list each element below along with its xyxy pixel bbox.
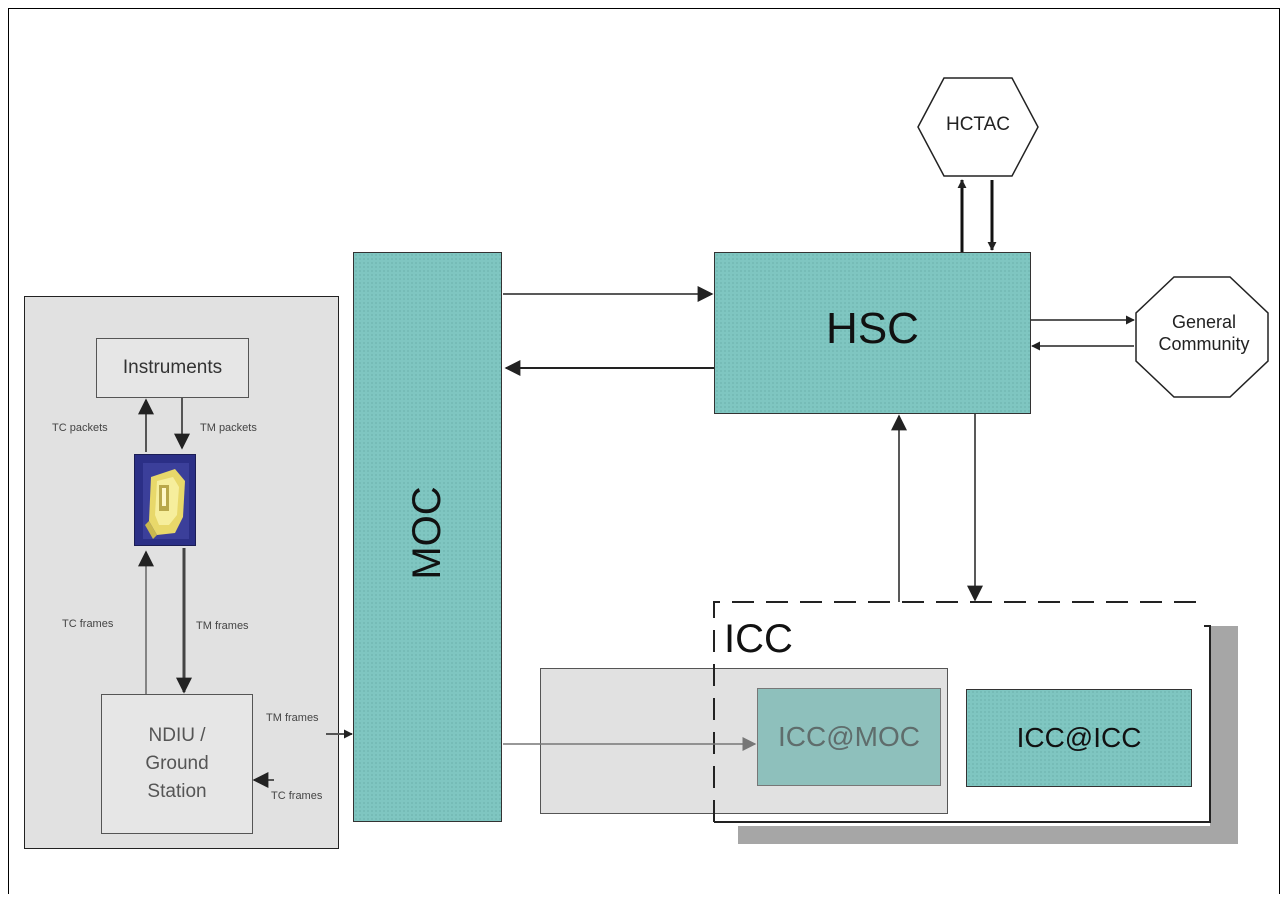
- tm-packets-label: TM packets: [200, 422, 257, 434]
- tc-frames-in-label: TC frames: [271, 790, 322, 802]
- tc-frames-label: TC frames: [62, 618, 113, 630]
- tm-frames-out-label: TM frames: [266, 712, 319, 724]
- tm-frames-label: TM frames: [196, 620, 249, 632]
- tc-packets-label: TC packets: [52, 422, 108, 434]
- icc-dashed-boundary: [714, 602, 1204, 822]
- icc-solid-boundary: [714, 626, 1210, 822]
